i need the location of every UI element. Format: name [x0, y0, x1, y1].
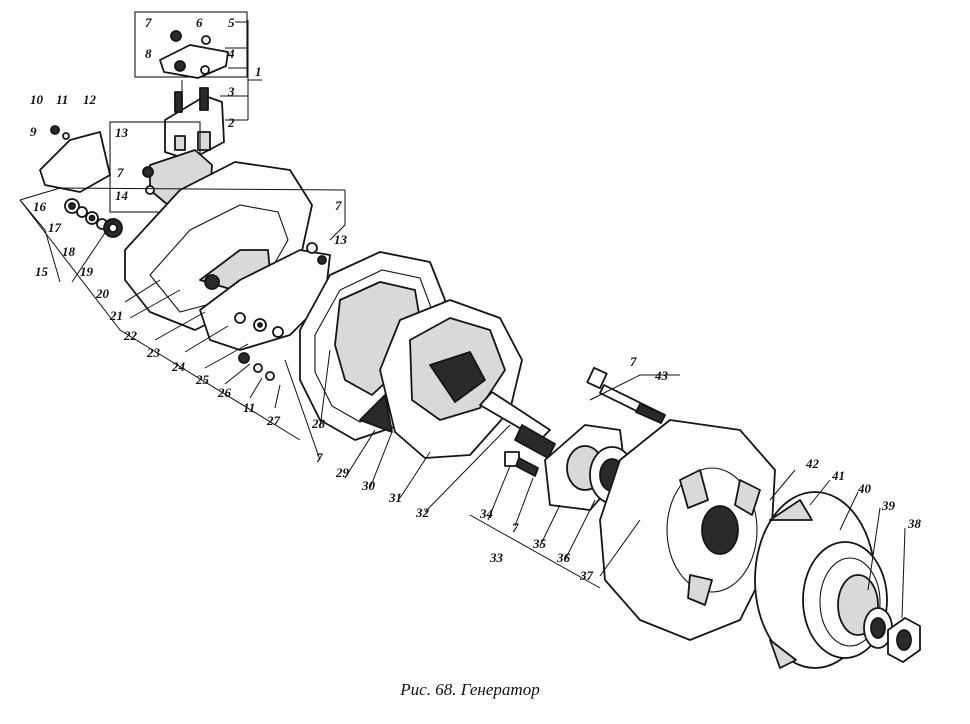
label-7-f: 7 [512, 520, 519, 535]
label-25: 25 [195, 372, 210, 387]
leader-lines [19, 20, 906, 619]
label-22: 22 [123, 328, 138, 343]
label-7-a: 7 [145, 15, 152, 30]
label-20: 20 [95, 286, 110, 301]
label-21: 21 [109, 308, 123, 323]
label-30: 30 [361, 478, 376, 493]
part-labels: 7 6 5 8 4 1 3 2 10 11 12 9 13 7 14 16 17… [30, 15, 922, 583]
label-34: 34 [479, 506, 494, 521]
label-7-e: 7 [630, 354, 637, 369]
label-7-c: 7 [335, 198, 342, 213]
label-1: 1 [255, 64, 262, 79]
label-40: 40 [857, 481, 872, 496]
figure-caption: Рис. 68. Генератор [400, 680, 540, 699]
rotor [379, 299, 556, 459]
label-6: 6 [196, 15, 203, 30]
label-41: 41 [831, 468, 845, 483]
pulley-nut [887, 617, 921, 663]
front-cover [599, 419, 776, 641]
label-9: 9 [30, 124, 37, 139]
label-32: 32 [415, 505, 430, 520]
label-10: 10 [30, 92, 44, 107]
label-13-b: 13 [334, 232, 348, 247]
label-14: 14 [115, 188, 129, 203]
long-bolt [586, 366, 666, 424]
label-2: 2 [227, 115, 235, 130]
cover-plate [39, 125, 111, 193]
label-4: 4 [227, 46, 235, 61]
rectifier-block [199, 242, 331, 381]
label-27: 27 [266, 413, 281, 428]
label-19: 19 [80, 264, 94, 279]
label-17: 17 [48, 220, 62, 235]
label-42: 42 [805, 456, 820, 471]
label-5: 5 [228, 15, 235, 30]
label-38: 38 [907, 516, 922, 531]
label-16: 16 [33, 199, 47, 214]
label-39: 39 [881, 498, 896, 513]
label-26: 26 [217, 385, 232, 400]
label-37: 37 [579, 568, 594, 583]
label-11-b: 11 [243, 400, 255, 415]
label-15: 15 [35, 264, 49, 279]
pulley [802, 541, 893, 659]
label-43: 43 [654, 368, 669, 383]
label-18: 18 [62, 244, 76, 259]
brush-holder-cover [134, 11, 248, 79]
label-28: 28 [311, 416, 326, 431]
label-36: 36 [556, 550, 571, 565]
label-7-b: 7 [117, 165, 124, 180]
label-11-a: 11 [56, 92, 68, 107]
washer-stack [64, 198, 123, 238]
label-23: 23 [146, 345, 161, 360]
label-12: 12 [83, 92, 97, 107]
label-35: 35 [532, 536, 547, 551]
label-33: 33 [489, 550, 504, 565]
label-7-d: 7 [316, 450, 323, 465]
label-29: 29 [335, 465, 350, 480]
screw [504, 451, 539, 477]
brush-holder [164, 80, 225, 161]
label-13-a: 13 [115, 125, 129, 140]
label-24: 24 [171, 359, 186, 374]
label-31: 31 [388, 490, 402, 505]
label-8: 8 [145, 46, 152, 61]
label-3: 3 [227, 84, 235, 99]
